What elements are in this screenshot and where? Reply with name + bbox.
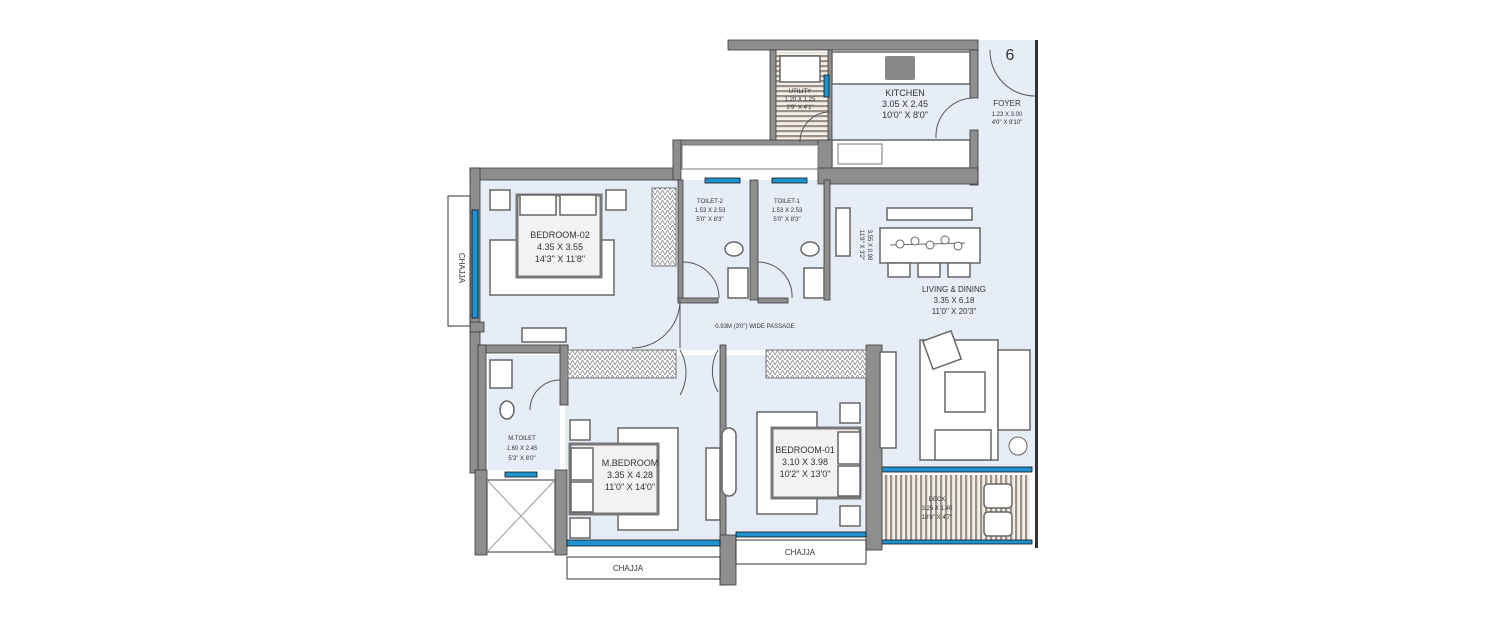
room-size-metric: 3.25 X 1.40 — [922, 506, 953, 512]
room-name: LIVING & DINING — [922, 285, 986, 294]
room-name: BEDROOM-01 — [775, 445, 835, 455]
room-size-imperial: 14'3" X 11'8" — [535, 254, 585, 264]
room-size-imperial: 11'0" X 20'3" — [932, 307, 977, 316]
chajja-label-mbedroom: CHAJJA — [613, 564, 644, 573]
room-label-toilet1: TOILET-1 1.53 X 2.53 5'0" X 8'3" — [772, 199, 803, 223]
room-size-imperial: 10'0" X 8'0" — [882, 110, 928, 120]
shaft — [486, 479, 556, 553]
room-label-living-niche: 3.55 X 0.98 11'8" X 3'2" — [858, 230, 872, 261]
room-size-metric: 1.23 X 3.00 — [992, 112, 1023, 118]
room-size-imperial: 10'2" X 13'0" — [780, 469, 831, 479]
room-label-bedroom01: BEDROOM-01 3.10 X 3.98 10'2" X 13'0" — [775, 445, 835, 479]
room-label-mbedroom: M.BEDROOM 3.35 X 4.28 11'0" X 14'0" — [602, 458, 659, 492]
room-size-imperial: 5'0" X 8'3" — [773, 217, 800, 223]
room-name: TOILET-2 — [697, 199, 724, 205]
room-name: DECK — [929, 497, 946, 503]
chajja-bottom-mbedroom — [566, 556, 721, 580]
room-name: UTILITY — [789, 89, 811, 95]
room-size-imperial: 3'9" X 4'1" — [786, 105, 813, 111]
room-label-kitchen: KITCHEN 3.05 X 2.45 10'0" X 8'0" — [882, 88, 928, 120]
room-label-bedroom02: BEDROOM-02 4.35 X 3.55 14'3" X 11'8" — [530, 230, 590, 264]
room-label-living: LIVING & DINING 3.35 X 6.18 11'0" X 20'3… — [922, 285, 986, 316]
room-name: M.BEDROOM — [602, 458, 659, 468]
wardrobe — [681, 144, 819, 170]
room-size-metric: 3.55 X 0.98 — [866, 230, 872, 261]
room-name: BEDROOM-02 — [530, 230, 590, 240]
room-size-metric: 1.53 X 2.53 — [695, 208, 726, 214]
doors — [529, 49, 1036, 411]
unit-number: 6 — [1006, 47, 1015, 64]
room-size-imperial: 5'0" X 8'3" — [696, 217, 723, 223]
windows — [471, 74, 867, 547]
room-size-metric: 1.60 X 2.45 — [507, 446, 538, 452]
bed-bedroom02 — [489, 189, 627, 296]
sofa-set — [521, 327, 1031, 537]
kitchen-counter — [779, 51, 971, 169]
passage-label: 0.93M (3'0") WIDE PASSAGE — [715, 324, 795, 330]
room-label-deck: DECK 3.25 X 1.40 10'8" X 4'7" — [922, 497, 953, 521]
bed-mbedroom — [568, 419, 679, 539]
chajja-label-bedroom01: CHAJJA — [785, 548, 816, 557]
room-size-imperial: 10'8" X 4'7" — [922, 515, 953, 521]
wardrobe — [567, 349, 677, 379]
wardrobe — [765, 349, 867, 379]
room-name: FOYER — [993, 99, 1021, 108]
room-name: TOILET-1 — [774, 199, 801, 205]
room-name: M.TOILET — [508, 436, 536, 442]
room-size-metric: 1.20 X 1.25 — [785, 97, 816, 103]
room-size-metric: 3.35 X 4.28 — [607, 470, 653, 480]
room-size-metric: 4.35 X 3.55 — [537, 242, 583, 252]
room-label-foyer: FOYER 1.23 X 3.00 4'0" X 9'10" — [992, 99, 1023, 126]
deck-window — [881, 466, 1033, 473]
room-label-mtoilet: M.TOILET 1.60 X 2.45 5'3" X 8'0" — [507, 436, 538, 462]
room-size-imperial: 11'8" X 3'2" — [858, 230, 864, 260]
room-size-imperial: 4'0" X 9'10" — [992, 120, 1023, 126]
dining-table — [835, 207, 981, 278]
toilet-fixtures — [489, 241, 825, 420]
room-name: KITCHEN — [885, 88, 925, 98]
chajja-left — [447, 195, 471, 327]
room-label-utility: UTILITY 1.20 X 1.25 3'9" X 4'1" — [785, 89, 816, 111]
chajja-label-left: CHAJJA — [457, 253, 466, 284]
room-size-metric: 3.05 X 2.45 — [882, 99, 928, 109]
walls — [469, 39, 1038, 586]
room-label-toilet2: TOILET-2 1.53 X 2.53 5'0" X 8'3" — [695, 199, 726, 223]
chajja-bottom-bedroom01 — [735, 539, 867, 565]
room-size-imperial: 11'0" X 14'0" — [605, 482, 655, 492]
room-size-metric: 3.35 X 6.18 — [934, 296, 975, 305]
deck-railing — [881, 539, 1033, 545]
wardrobe — [651, 187, 677, 267]
bed-bedroom01 — [756, 402, 862, 527]
room-size-metric: 3.10 X 3.98 — [782, 457, 828, 467]
room-size-imperial: 5'3" X 8'0" — [508, 456, 535, 462]
room-size-metric: 1.53 X 2.53 — [772, 208, 803, 214]
